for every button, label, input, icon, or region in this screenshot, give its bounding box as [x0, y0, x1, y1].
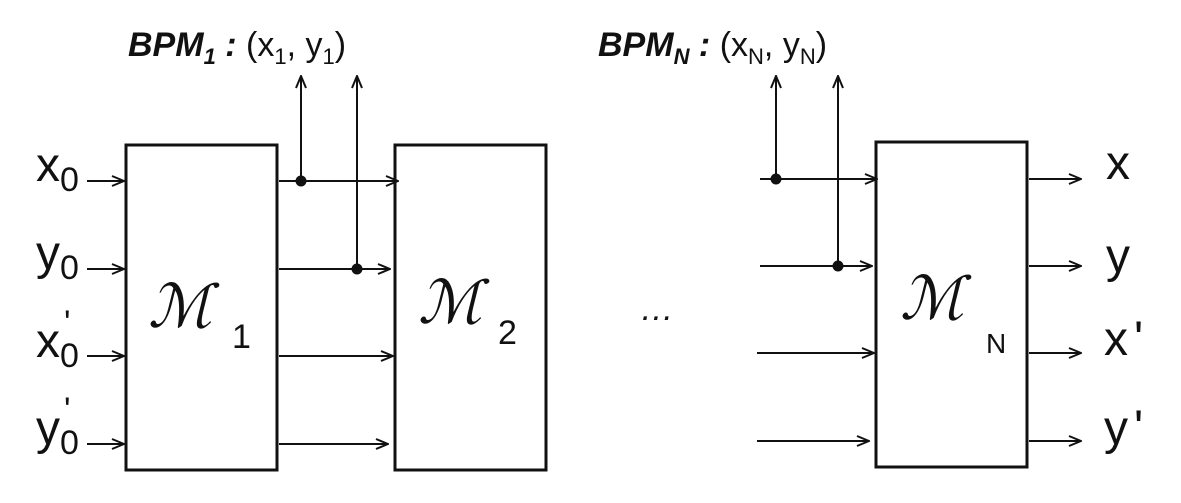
block-mn-symbol: ℳ — [900, 264, 965, 334]
bpmn-label: BPMN : (xN, yN) — [598, 26, 828, 69]
input-label-x0: x0 — [36, 139, 79, 199]
bpm1-y-tap-dot — [351, 263, 363, 275]
block-m1-symbol: ℳ — [148, 272, 213, 342]
block-m2-index: 2 — [498, 314, 517, 352]
block-mn — [874, 140, 1029, 469]
bpmn-x-tap-dot — [770, 173, 782, 185]
output-arrows — [1029, 179, 1081, 441]
bpmn-taps — [776, 76, 838, 266]
input-arrows — [87, 181, 124, 444]
output-label-y-prime: y' — [1104, 402, 1144, 455]
bpm1-label: BPM1 : (x1, y1) — [128, 26, 347, 69]
block-m2-symbol: ℳ — [418, 268, 483, 338]
input-label-y0-prime: y0' — [36, 391, 79, 462]
bpm1-taps — [301, 76, 357, 269]
block-m1 — [124, 143, 279, 472]
block-m1-index: 1 — [232, 318, 251, 356]
output-label-y: y — [1106, 230, 1130, 283]
ellipsis: … — [640, 290, 680, 328]
bpm1-index: 1 — [203, 44, 216, 69]
output-label-x: x — [1106, 137, 1130, 190]
bpmn-y-tap-dot — [832, 260, 844, 272]
output-label-x-prime: x' — [1104, 313, 1144, 366]
m1-to-m2-arrows — [279, 181, 398, 444]
block-m2 — [393, 143, 548, 472]
block-mn-index: N — [986, 328, 1007, 359]
input-label-y0: y0 — [36, 227, 79, 287]
bpm1-x-tap-dot — [295, 175, 307, 187]
bpmn-index: N — [673, 44, 690, 69]
mn-input-arrows — [757, 179, 877, 441]
input-label-x0-prime: x0' — [36, 304, 79, 375]
